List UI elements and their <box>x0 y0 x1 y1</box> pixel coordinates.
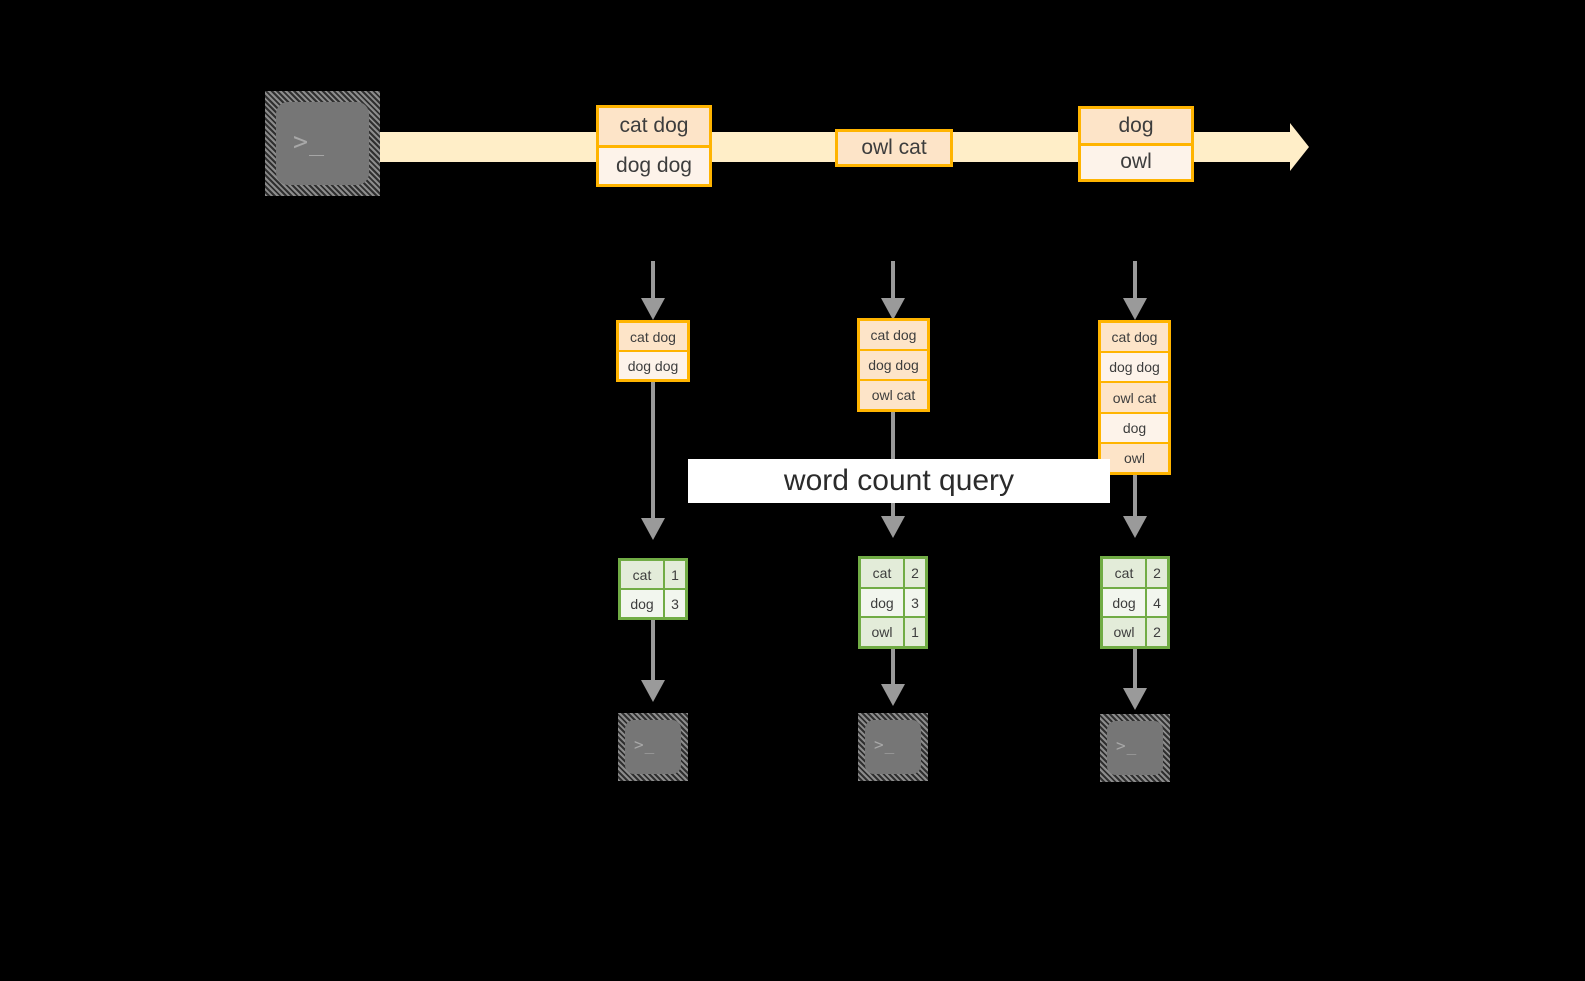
source-terminal-icon[interactable]: >_ <box>265 91 380 196</box>
query-line-1 <box>651 382 655 526</box>
state-line: dog dog <box>619 350 687 379</box>
stream-line: dog dog <box>599 144 709 184</box>
trigger-arrow-head-2 <box>881 298 905 320</box>
result-word: cat <box>621 561 665 588</box>
state-line: cat dog <box>1101 323 1168 352</box>
table-row: cat 2 <box>1103 559 1167 587</box>
state-line: dog dog <box>1101 351 1168 382</box>
stream-group-3: dog owl <box>1078 106 1194 182</box>
terminal-prompt-glyph: >_ <box>1116 736 1138 755</box>
query-arrow-head-2 <box>881 516 905 538</box>
sink-arrow-head-3 <box>1123 688 1147 710</box>
sink-terminal-icon-1[interactable]: >_ <box>618 713 688 781</box>
terminal-screen <box>276 102 369 185</box>
result-word: owl <box>1103 618 1147 647</box>
query-line-3 <box>1133 475 1137 524</box>
state-box-2: cat dog dog dog owl cat <box>857 318 930 412</box>
stream-line: owl cat <box>838 132 950 164</box>
stream-line: owl <box>1081 142 1191 179</box>
state-box-3: cat dog dog dog owl cat dog owl <box>1098 320 1171 475</box>
stream-line: dog <box>1081 109 1191 143</box>
query-arrow-head-3 <box>1123 516 1147 538</box>
trigger-arrow-head-3 <box>1123 298 1147 320</box>
query-arrow-head-1 <box>641 518 665 540</box>
stream-line: cat dog <box>599 108 709 145</box>
table-row: cat 1 <box>621 561 685 588</box>
table-row: owl 1 <box>861 616 925 647</box>
result-count: 3 <box>665 590 685 617</box>
terminal-prompt-glyph: >_ <box>293 127 326 156</box>
table-row: dog 4 <box>1103 586 1167 617</box>
result-table-2: cat 2 dog 3 owl 1 <box>858 556 928 649</box>
result-word: dog <box>861 588 905 617</box>
result-table-3: cat 2 dog 4 owl 2 <box>1100 556 1170 649</box>
result-count: 1 <box>905 618 925 647</box>
query-label-text: word count query <box>783 464 1015 497</box>
table-row: cat 2 <box>861 559 925 587</box>
sink-arrow-head-2 <box>881 684 905 706</box>
state-line: dog <box>1101 411 1168 442</box>
stream-arrowhead <box>1290 123 1309 171</box>
trigger-arrow-line-1 <box>651 261 655 306</box>
query-label: word count query <box>688 459 1110 503</box>
state-line: dog dog <box>860 349 927 379</box>
trigger-arrow-line-2 <box>891 261 895 306</box>
terminal-prompt-glyph: >_ <box>874 735 896 754</box>
state-line: owl cat <box>860 379 927 409</box>
result-count: 2 <box>1147 618 1167 647</box>
result-word: dog <box>1103 588 1147 617</box>
sink-terminal-icon-2[interactable]: >_ <box>858 713 928 781</box>
trigger-arrow-head-1 <box>641 298 665 320</box>
terminal-prompt-glyph: >_ <box>634 735 656 754</box>
result-word: cat <box>861 559 905 587</box>
sink-line-2 <box>891 649 895 689</box>
sink-line-3 <box>1133 649 1137 694</box>
result-count: 1 <box>665 561 685 588</box>
result-count: 3 <box>905 588 925 617</box>
state-line: cat dog <box>860 321 927 349</box>
result-count: 4 <box>1147 588 1167 617</box>
sink-terminal-icon-3[interactable]: >_ <box>1100 714 1170 782</box>
terminal-screen <box>1107 721 1163 775</box>
state-line: owl cat <box>1101 381 1168 412</box>
terminal-screen <box>865 720 921 774</box>
state-box-1: cat dog dog dog <box>616 320 690 382</box>
state-line: cat dog <box>619 323 687 350</box>
table-row: dog 3 <box>861 586 925 617</box>
result-word: owl <box>861 618 905 647</box>
stream-group-1: cat dog dog dog <box>596 105 712 187</box>
result-count: 2 <box>1147 559 1167 587</box>
result-table-1: cat 1 dog 3 <box>618 558 688 620</box>
trigger-arrow-line-3 <box>1133 261 1137 306</box>
result-word: cat <box>1103 559 1147 587</box>
state-line: owl <box>1101 441 1168 473</box>
terminal-screen <box>625 720 681 774</box>
sink-line-1 <box>651 620 655 685</box>
stream-group-2: owl cat <box>835 129 953 167</box>
result-word: dog <box>621 590 665 617</box>
table-row: dog 3 <box>621 588 685 617</box>
result-count: 2 <box>905 559 925 587</box>
sink-arrow-head-1 <box>641 680 665 702</box>
table-row: owl 2 <box>1103 616 1167 647</box>
